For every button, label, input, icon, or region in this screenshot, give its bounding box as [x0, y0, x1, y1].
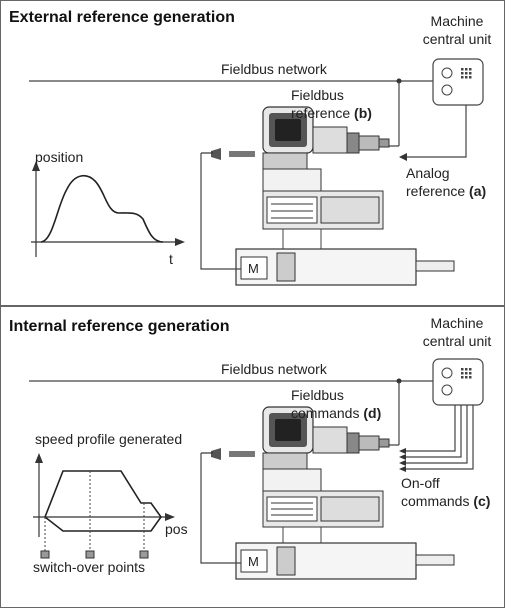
fieldbus-commands-tag: (d) — [363, 405, 382, 421]
external-reference-panel: External reference generation Machine ce… — [0, 0, 505, 306]
fieldbus-reference-label-2: reference (b) — [291, 105, 372, 121]
external-diagram — [29, 58, 484, 286]
internal-diagram — [29, 358, 484, 580]
onoff-commands-tag: (c) — [473, 493, 491, 509]
fieldbus-network-label: Fieldbus network — [221, 361, 327, 377]
panel-title: Internal reference generation — [9, 318, 230, 335]
graph-xlabel: pos — [165, 521, 188, 537]
machine-unit-box — [432, 58, 484, 106]
onoff-commands-label-1: On-off — [401, 475, 440, 491]
actuator-cylinder — [235, 542, 455, 580]
motor-label: M — [248, 554, 259, 569]
panel-title: External reference generation — [9, 9, 235, 26]
machine-unit-box — [432, 358, 484, 406]
machine-unit-label-2: central unit — [422, 31, 492, 47]
actuator-cylinder — [235, 248, 455, 286]
fieldbus-reference-tag: (b) — [354, 105, 372, 121]
speed-profile-graph — [33, 453, 175, 559]
graph-ylabel: position — [35, 149, 84, 165]
valve-assembly — [201, 406, 390, 528]
motor-label: M — [248, 261, 259, 276]
fieldbus-commands-label-2: commands (d) — [291, 405, 382, 421]
machine-unit-label-1: Machine — [430, 315, 484, 331]
fieldbus-reference-label-1: Fieldbus — [291, 87, 344, 103]
valve-assembly — [201, 106, 390, 230]
switch-points-label: switch-over points — [33, 559, 146, 575]
machine-unit-label-1: Machine — [430, 13, 484, 29]
internal-reference-panel: Internal reference generation Machine ce… — [0, 306, 505, 608]
graph-title: speed profile generated — [35, 431, 183, 447]
analog-reference-tag: (a) — [469, 183, 487, 199]
analog-reference-label-2: reference (a) — [406, 183, 487, 199]
graph-xlabel: t — [169, 251, 173, 267]
position-graph — [31, 161, 185, 257]
machine-unit-label-2: central unit — [422, 333, 492, 349]
analog-reference-label-1: Analog — [406, 165, 450, 181]
fieldbus-network-label: Fieldbus network — [221, 61, 327, 77]
fieldbus-commands-label-1: Fieldbus — [291, 387, 344, 403]
onoff-commands-label-2: commands (c) — [401, 493, 491, 509]
